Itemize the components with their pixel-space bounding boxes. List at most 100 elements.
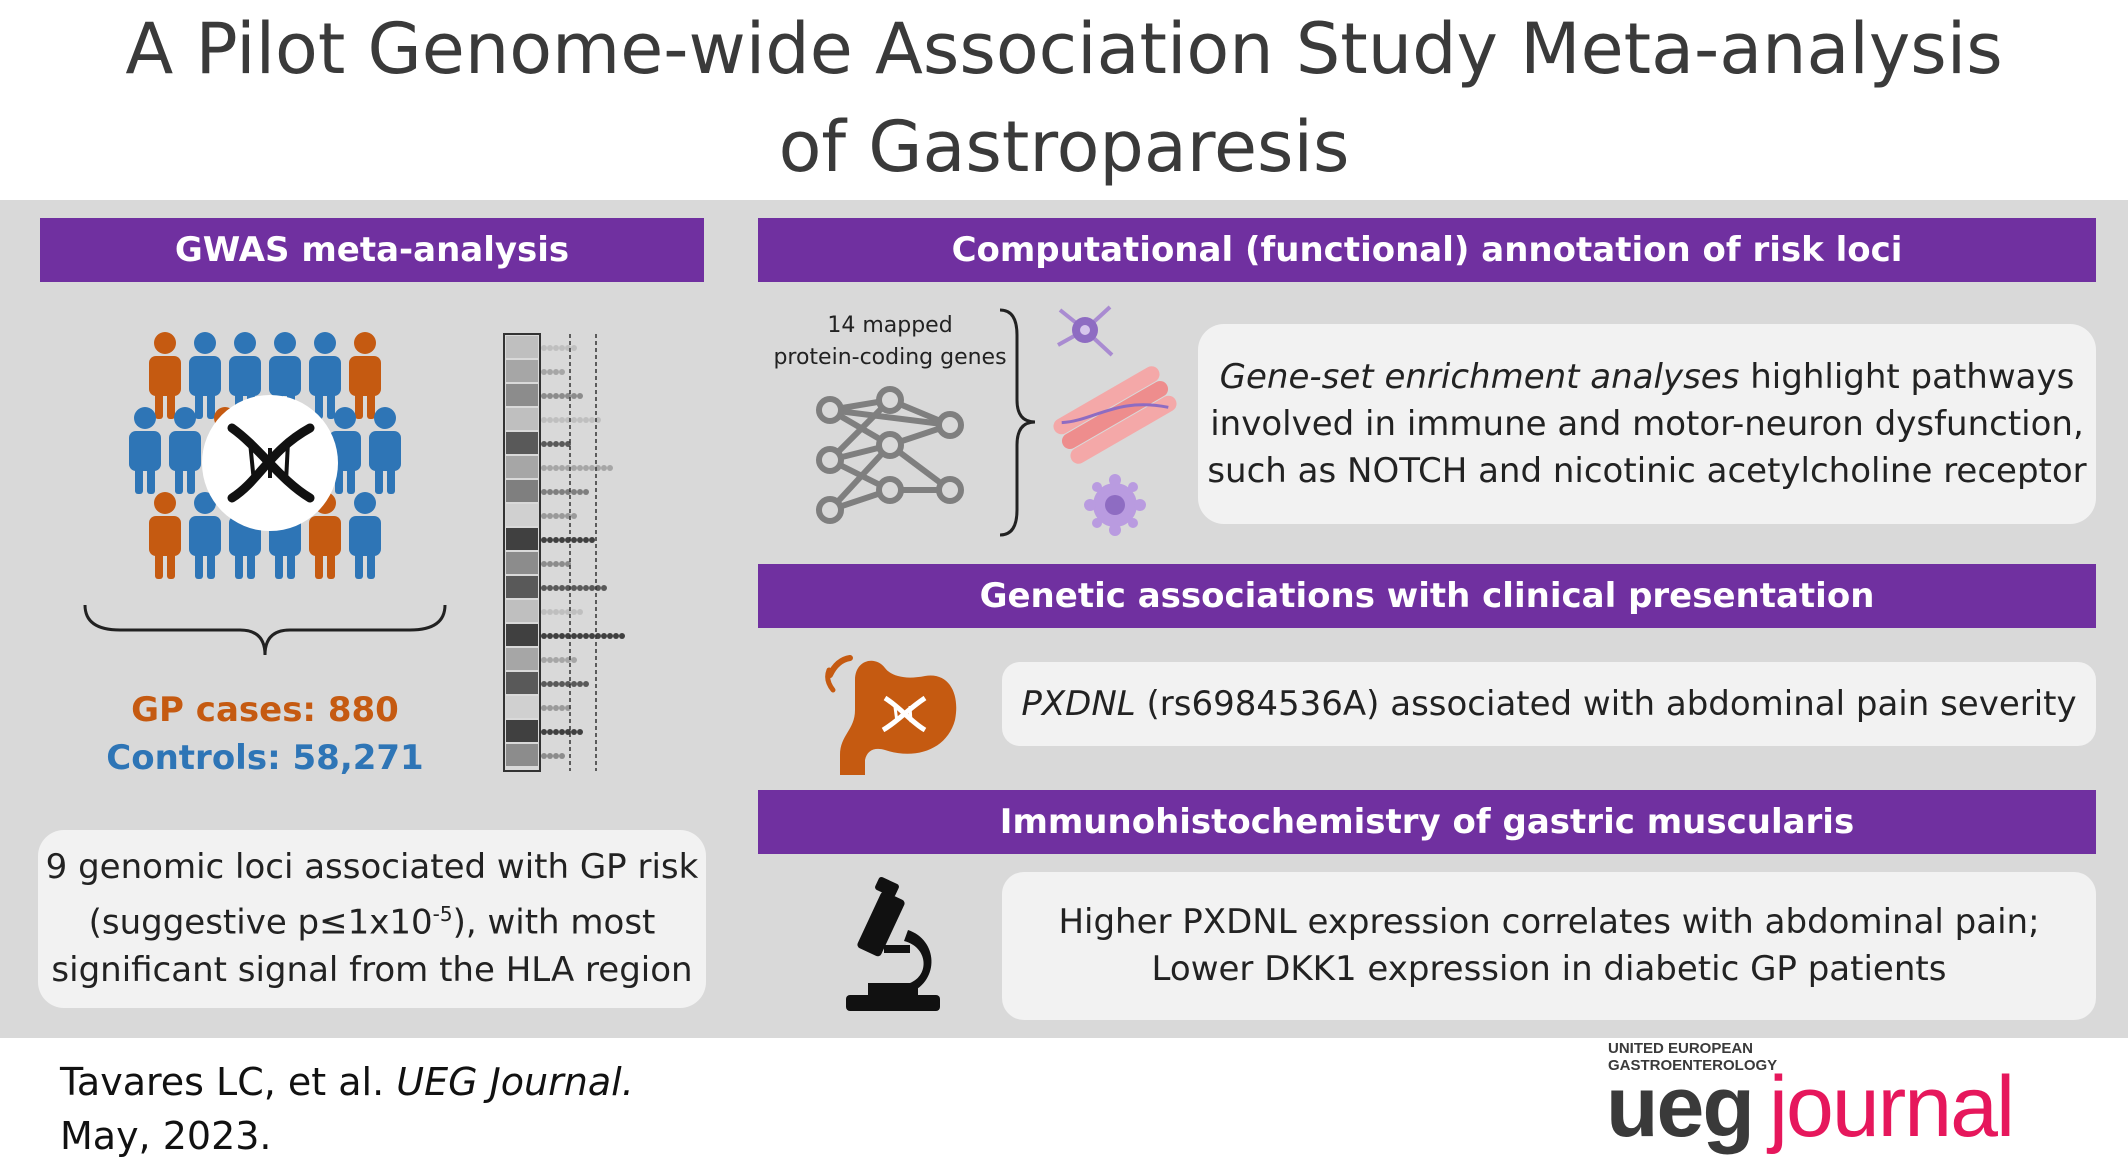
clinical-text: PXDNL (rs6984536A) associated with abdom… [1021, 681, 2076, 728]
citation-journal: UEG Journal. [396, 1060, 634, 1104]
enrichment-line-3: such as NOTCH and nicotinic acetylcholin… [1207, 450, 2087, 491]
plot-dot [601, 585, 607, 591]
plot-dot [553, 489, 559, 495]
plot-dot [547, 729, 553, 735]
plot-dot [553, 441, 559, 447]
plot-dot [571, 489, 577, 495]
plot-dot [559, 513, 565, 519]
plot-band [506, 720, 538, 742]
plot-band [506, 744, 538, 766]
plot-dot [559, 753, 565, 759]
plot-dot [559, 681, 565, 687]
title-line-1: A Pilot Genome-wide Association Study Me… [125, 8, 2003, 90]
gwas-summary-line-2: (suggestive p≤1x10-5), with most [89, 891, 656, 946]
muscle-fiber-icon [1053, 366, 1177, 464]
plot-dot [541, 729, 547, 735]
plot-dot [589, 465, 595, 471]
plot-dot [559, 441, 565, 447]
clinical-card: PXDNL (rs6984536A) associated with abdom… [1002, 662, 2096, 746]
plot-dot [541, 609, 547, 615]
plot-dot [571, 513, 577, 519]
plot-dot [559, 633, 565, 639]
plot-dot [559, 369, 565, 375]
plot-dot [577, 633, 583, 639]
gwas-header-label: GWAS meta-analysis [174, 230, 570, 270]
plot-dot [607, 465, 613, 471]
summary-exponent: -5 [432, 902, 453, 927]
mapped-genes-line-1: 14 mapped [827, 313, 953, 338]
plot-dot [577, 417, 583, 423]
plot-band [506, 624, 538, 646]
enrichment-line-1: Gene-set enrichment analyses highlight p… [1220, 354, 2075, 401]
logo-line-1: UNITED EUROPEAN [1608, 1040, 1754, 1057]
title-line-2: of Gastroparesis [778, 106, 1350, 188]
plot-dot [577, 729, 583, 735]
plot-band [506, 384, 538, 406]
plot-dot [541, 465, 547, 471]
plot-dot [601, 633, 607, 639]
gwas-summary-card: 9 genomic loci associated with GP risk (… [38, 830, 706, 1008]
plot-dot [553, 609, 559, 615]
plot-band [506, 504, 538, 526]
plot-dot [583, 585, 589, 591]
plot-dot [541, 681, 547, 687]
plot-dot [559, 585, 565, 591]
plot-dot [547, 417, 553, 423]
plot-band [506, 648, 538, 670]
citation-line-1: Tavares LC, et al. UEG Journal. [60, 1055, 634, 1109]
plot-dot [541, 441, 547, 447]
plot-dot [547, 369, 553, 375]
plot-dot [547, 609, 553, 615]
plot-dot [547, 537, 553, 543]
plot-dot [571, 537, 577, 543]
plot-dot [589, 417, 595, 423]
plot-band [506, 672, 538, 694]
plot-dot [571, 657, 577, 663]
plot-band [506, 336, 538, 358]
plot-dot [559, 561, 565, 567]
plot-dot [583, 417, 589, 423]
plot-dot [577, 681, 583, 687]
plot-dot [541, 633, 547, 639]
plot-dot [553, 345, 559, 351]
vertical-brace-icon [999, 308, 1036, 537]
plot-dot [541, 489, 547, 495]
ihc-header-label: Immunohistochemistry of gastric muscular… [999, 802, 1855, 842]
plot-band [506, 408, 538, 430]
plot-dot [547, 585, 553, 591]
ihc-line-1: Higher PXDNL expression correlates with … [1058, 902, 2040, 942]
brace-icon [83, 604, 447, 656]
plot-dot [553, 681, 559, 687]
network-icon [816, 386, 964, 524]
plot-dot [619, 633, 625, 639]
logo-journal: journal [1768, 1059, 2015, 1155]
plot-dot [541, 537, 547, 543]
plot-dot [541, 753, 547, 759]
enrichment-card: Gene-set enrichment analyses highlight p… [1198, 324, 2096, 524]
plot-dot [577, 609, 583, 615]
citation: Tavares LC, et al. UEG Journal. May, 202… [60, 1055, 634, 1163]
plot-dot [547, 489, 553, 495]
plot-dot [547, 441, 553, 447]
gwas-summary-line-3: significant signal from the HLA region [51, 949, 693, 990]
plot-band [506, 456, 538, 478]
plot-dot [547, 393, 553, 399]
gwas-summary-line-1: 9 genomic loci associated with GP risk [45, 847, 699, 888]
plot-dot [571, 393, 577, 399]
plot-dot [541, 561, 547, 567]
plot-dot [547, 705, 553, 711]
page-title: A Pilot Genome-wide Association Study Me… [0, 0, 2128, 200]
plot-dot [541, 513, 547, 519]
association-plot-graphic [503, 333, 625, 772]
plot-band [506, 360, 538, 382]
plot-dot [571, 417, 577, 423]
plot-dot [547, 657, 553, 663]
plot-dot [541, 369, 547, 375]
plot-band [506, 552, 538, 574]
plot-dot [559, 345, 565, 351]
enrichment-italic: Gene-set enrichment analyses [1219, 356, 1740, 397]
plot-dot [589, 633, 595, 639]
plot-dot [547, 465, 553, 471]
